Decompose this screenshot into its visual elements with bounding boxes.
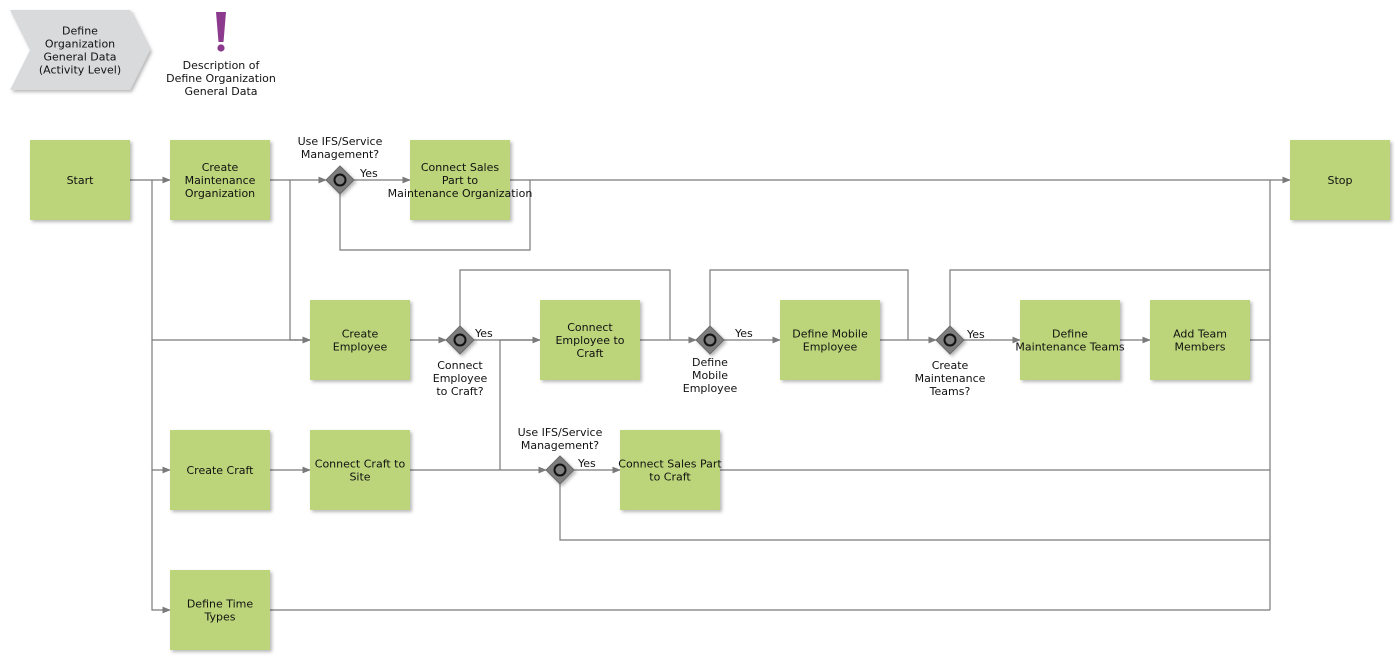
connectors [130,176,1291,614]
description-icon[interactable] [216,12,226,52]
gateway-create-maintenance-teams[interactable] [935,325,965,355]
flow-g1-no [339,180,531,251]
flow-start-to-create-craft [151,340,171,474]
edge-label-yes: Yes [474,327,493,340]
flow-g2-no [459,269,671,340]
edge-label-yes: Yes [359,167,378,180]
gateway-use-service-management-2[interactable] [545,455,575,485]
gateway-connect-employee-to-craft[interactable] [445,325,475,355]
edge-label-yes: Yes [577,457,596,470]
flow-site-to-emp-craft [499,339,540,470]
flow-g4-no [949,269,1270,326]
activity-start-label: Start [67,174,95,187]
flow-g3-no [709,269,909,340]
activity-start[interactable]: Start [30,140,130,220]
flow-start-to-define-time-types [151,470,171,614]
edge-label-yes: Yes [734,327,753,340]
flow-maint-org-to-create-employee [289,180,311,344]
gateway-define-mobile-employee[interactable] [695,325,725,355]
gateway-use-service-management-1[interactable] [325,165,355,195]
activity-create-craft[interactable]: Create Craft [170,430,270,510]
activity-stop[interactable]: Stop [1290,140,1390,220]
edge-label-yes: Yes [966,328,985,341]
activity-stop-label: Stop [1327,174,1352,187]
activity-create-craft-label: Create Craft [187,464,255,477]
flow-g5-no [559,484,1270,541]
